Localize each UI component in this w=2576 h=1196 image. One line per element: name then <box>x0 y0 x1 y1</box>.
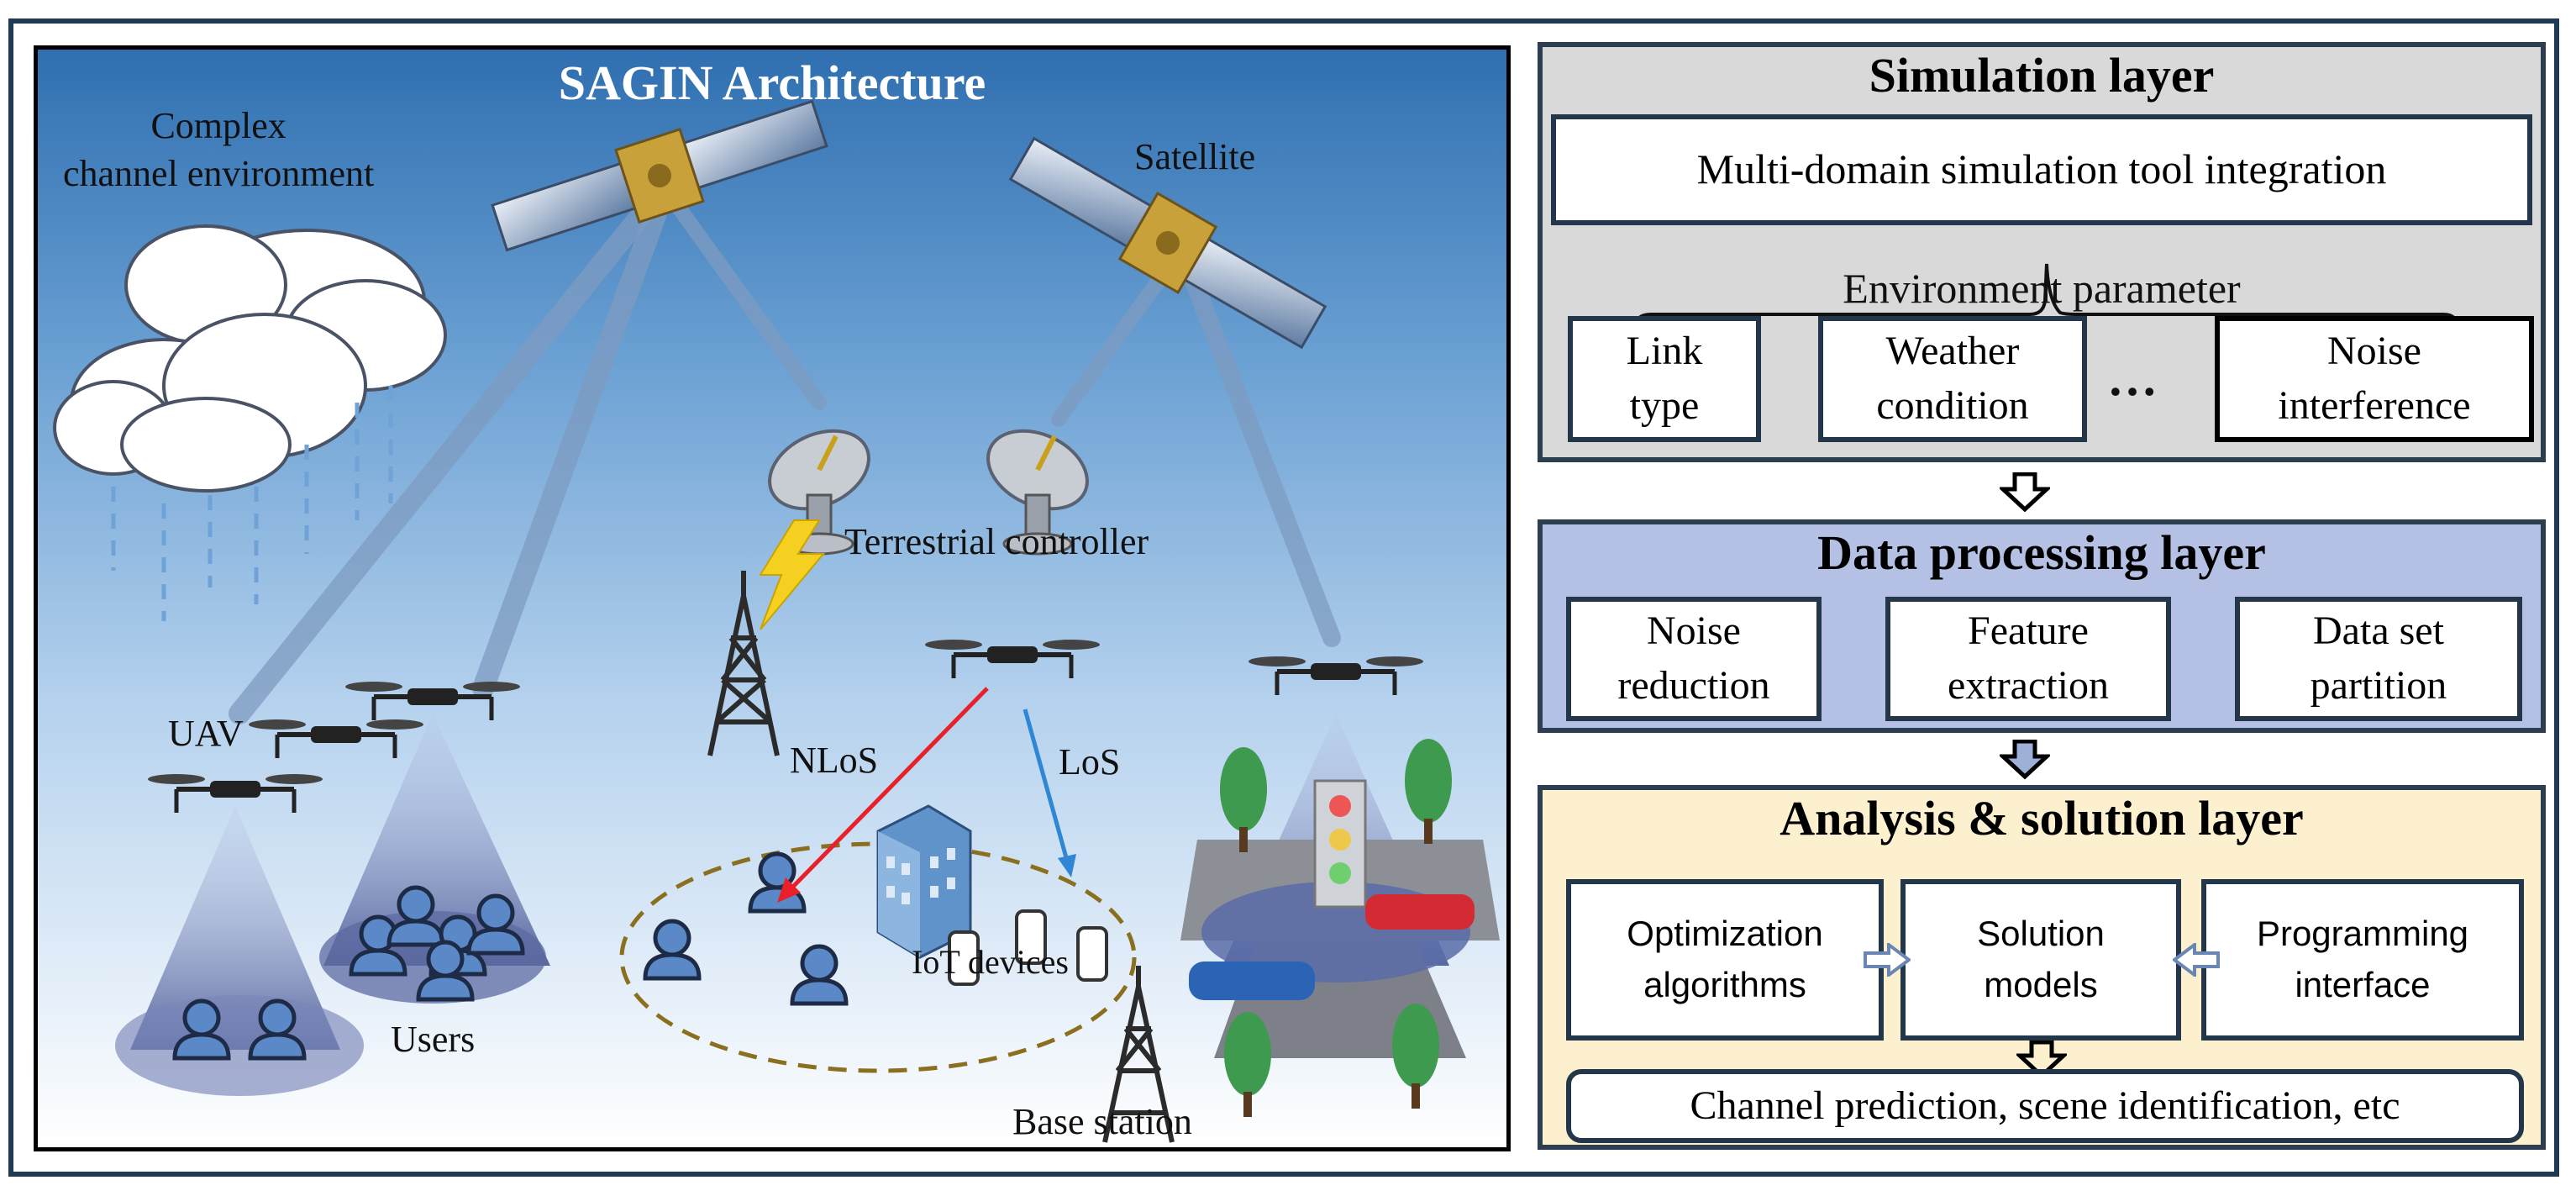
scene-drawing <box>53 99 1500 1143</box>
lightning-icon <box>759 519 826 630</box>
los-label: LoS <box>1059 741 1121 782</box>
nlos-label: NLoS <box>790 740 879 781</box>
traffic-scene <box>1180 739 1500 1117</box>
noise-interference-box: Noise interference <box>2215 316 2534 442</box>
cloud-label: Complex channel environment <box>63 105 375 195</box>
los-link <box>1023 709 1070 861</box>
params-ellipsis: … <box>2107 350 2158 406</box>
drone-icons <box>148 640 1423 813</box>
left-arrow-icon <box>2173 943 2220 977</box>
environment-parameter-label: Environment parameter <box>1843 265 2241 312</box>
down-arrow-icon <box>2016 1041 2067 1077</box>
building-icon <box>876 804 972 959</box>
user-icons <box>172 851 849 1061</box>
iot-devices-label: IoT devices <box>912 943 1069 981</box>
uav-label: UAV <box>168 713 244 754</box>
satellite-icon <box>491 99 828 252</box>
scene-title: SAGIN Architecture <box>558 55 986 110</box>
tower-icon <box>707 571 780 756</box>
base-station-tower-icon <box>1102 966 1175 1143</box>
data-processing-layer-title: Data processing layer <box>1817 525 2266 580</box>
analysis-layer-title: Analysis & solution layer <box>1780 791 2304 846</box>
sagin-scene: SAGIN Architecture Complex channel envir… <box>34 45 1511 1151</box>
los-arrowhead <box>1058 854 1076 877</box>
satellite-links <box>229 182 1341 724</box>
base-station-label: Base station <box>1012 1101 1192 1142</box>
programming-interface-box: Programming interface <box>2201 879 2524 1041</box>
satellite-dish-icon <box>986 429 1089 556</box>
uav-beam <box>130 806 340 1050</box>
simulation-layer-title: Simulation layer <box>1869 48 2215 103</box>
nlos-arrowhead <box>777 877 801 903</box>
simulation-layer: Simulation layer Multi-domain simulation… <box>1538 42 2546 462</box>
satellite-label: Satellite <box>1134 136 1256 177</box>
iot-device-icon <box>948 909 1108 986</box>
weather-condition-box: Weather condition <box>1818 316 2087 442</box>
coverage-area <box>619 841 1137 1073</box>
nlos-link <box>784 687 989 896</box>
optimization-algorithms-box: Optimization algorithms <box>1566 879 1884 1041</box>
terrestrial-controller-label: Terrestrial controller <box>844 521 1149 562</box>
down-arrow-icon <box>2000 472 2050 513</box>
satellite-icon <box>1008 136 1327 350</box>
data-processing-layer: Data processing layer Noise reduction Fe… <box>1538 519 2546 733</box>
cloud-icon <box>53 224 447 621</box>
feature-extraction-box: Feature extraction <box>1885 597 2171 721</box>
analysis-solution-layer: Analysis & solution layer Optimization a… <box>1538 785 2546 1150</box>
user-area <box>115 995 364 1096</box>
noise-reduction-box: Noise reduction <box>1566 597 1822 721</box>
users-label: Users <box>391 1019 476 1060</box>
output-box: Channel prediction, scene identification… <box>1566 1069 2524 1143</box>
data-set-partition-box: Data set partition <box>2235 597 2522 721</box>
down-arrow-icon <box>2000 740 2050 780</box>
environment-brace <box>1635 263 2458 358</box>
figure-frame <box>8 18 2559 1177</box>
link-type-box: Link type <box>1568 316 1761 442</box>
simulation-tool-box: Multi-domain simulation tool integration <box>1551 114 2532 225</box>
right-arrow-icon <box>1864 943 1911 977</box>
solution-models-box: Solution models <box>1900 879 2181 1041</box>
